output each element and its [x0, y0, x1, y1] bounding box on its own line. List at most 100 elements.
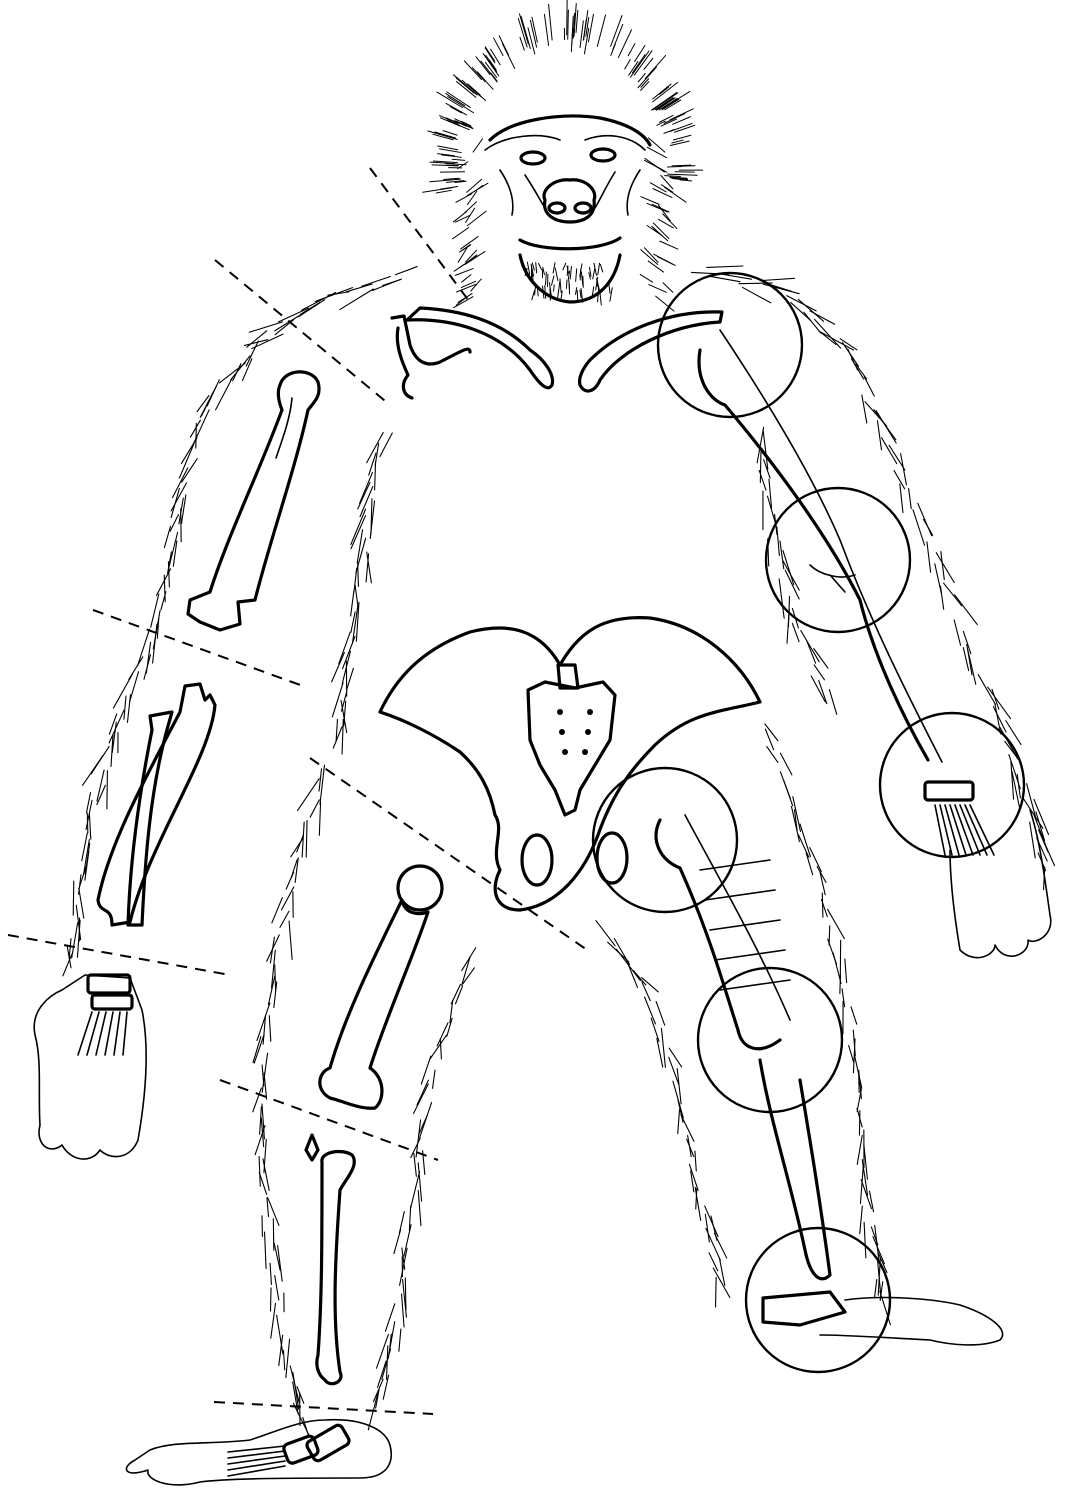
fur-stroke	[954, 620, 960, 645]
fur-stroke	[944, 583, 962, 606]
fur-stroke	[219, 363, 245, 383]
fur-stroke	[242, 359, 251, 381]
fur-stroke	[854, 1055, 861, 1088]
finger-bone-line	[970, 805, 994, 855]
fur-stroke	[417, 1080, 428, 1105]
fur-stroke	[894, 471, 905, 489]
hair-stroke	[679, 166, 695, 167]
hair-stroke	[665, 187, 686, 202]
fur-stroke	[157, 618, 158, 638]
body-fur-outline	[63, 266, 1055, 1435]
fur-stroke	[437, 1023, 448, 1046]
fur-stroke	[351, 516, 366, 549]
hair-stroke	[660, 241, 678, 249]
finger-bone-line	[940, 805, 952, 855]
fur-stroke	[351, 591, 354, 616]
hair-stroke	[597, 15, 605, 46]
fur-stroke	[909, 489, 912, 509]
beard-stroke	[558, 282, 559, 293]
hair-stroke	[588, 14, 593, 41]
hair-stroke	[645, 55, 665, 78]
fur-stroke	[743, 287, 771, 302]
sacral-foramina	[557, 709, 593, 755]
dash-knee	[220, 1080, 438, 1160]
beard-stroke	[575, 288, 576, 295]
fur-stroke	[695, 1151, 696, 1171]
hair-stroke	[474, 185, 483, 191]
fur-stroke	[395, 267, 417, 275]
beard-stroke	[543, 286, 544, 298]
beard-stroke	[560, 279, 561, 293]
fur-stroke	[268, 976, 274, 1004]
hand	[34, 975, 146, 1159]
fur-stroke	[900, 484, 903, 513]
arm-bone-line-1	[699, 350, 928, 760]
hair-stroke	[670, 109, 693, 120]
fur-stroke	[286, 1339, 290, 1377]
beard-stroke	[576, 269, 577, 282]
fur-stroke	[302, 292, 336, 310]
hand-outline	[34, 975, 146, 1159]
fur-stroke	[320, 765, 325, 804]
right-eye	[591, 149, 615, 161]
sacral-foramen-dot	[585, 729, 591, 735]
fur-stroke	[716, 1277, 717, 1307]
hair-stroke	[645, 158, 664, 171]
fur-stroke	[89, 814, 90, 839]
fur-stroke	[767, 747, 778, 763]
hair-stroke	[499, 36, 508, 55]
hair-stroke	[456, 78, 474, 93]
beard-stroke	[545, 286, 546, 299]
fur-stroke	[760, 452, 761, 482]
fur-stroke	[342, 719, 343, 754]
gorilla-head	[423, 0, 703, 311]
hair-stroke	[471, 279, 481, 291]
fur-stroke	[923, 519, 932, 535]
hair-stroke	[461, 281, 475, 287]
hair-stroke	[454, 297, 473, 308]
leg-foot-outline	[820, 1298, 1003, 1345]
fur-stroke	[300, 303, 320, 315]
fur-stroke	[882, 438, 897, 464]
fur-stroke	[383, 279, 402, 285]
fur-stroke	[840, 975, 841, 994]
fur-stroke	[289, 921, 292, 959]
fur-stroke	[172, 468, 187, 498]
hair-stroke	[625, 60, 631, 69]
fur-stroke	[859, 1073, 860, 1092]
fur-stroke	[181, 438, 197, 464]
fur-stroke	[252, 334, 283, 349]
fur-stroke	[814, 649, 828, 669]
fur-stroke	[642, 978, 659, 992]
fur-stroke	[87, 813, 88, 833]
dash-wrist	[8, 935, 230, 975]
fur-stroke	[901, 454, 907, 485]
foot-outline	[126, 1420, 391, 1485]
beard-stroke	[598, 263, 600, 274]
fur-stroke	[849, 1046, 854, 1063]
fur-stroke	[874, 410, 896, 440]
foot	[126, 1420, 391, 1485]
fur-stroke	[332, 653, 345, 682]
fur-stroke	[355, 584, 358, 606]
fur-stroke	[358, 563, 359, 587]
finger-bone-line	[965, 805, 987, 855]
hair-stroke	[652, 204, 669, 212]
fur-stroke	[779, 579, 784, 618]
beard-stroke	[577, 290, 578, 302]
fur-stroke	[780, 541, 784, 569]
hair-stroke	[544, 14, 548, 45]
beard-stroke	[543, 267, 545, 274]
fur-stroke	[864, 377, 874, 396]
tibia	[306, 1135, 354, 1384]
fur-stroke	[430, 1035, 446, 1059]
ankle-joint-circle	[746, 1228, 890, 1372]
hair-stroke	[448, 97, 474, 113]
fur-stroke	[144, 655, 151, 679]
fur-stroke	[807, 641, 816, 663]
radius-ulna	[98, 684, 215, 925]
fur-stroke	[153, 624, 157, 663]
fur-stroke	[798, 299, 823, 321]
fur-stroke	[351, 509, 366, 544]
fur-stroke	[157, 569, 171, 596]
